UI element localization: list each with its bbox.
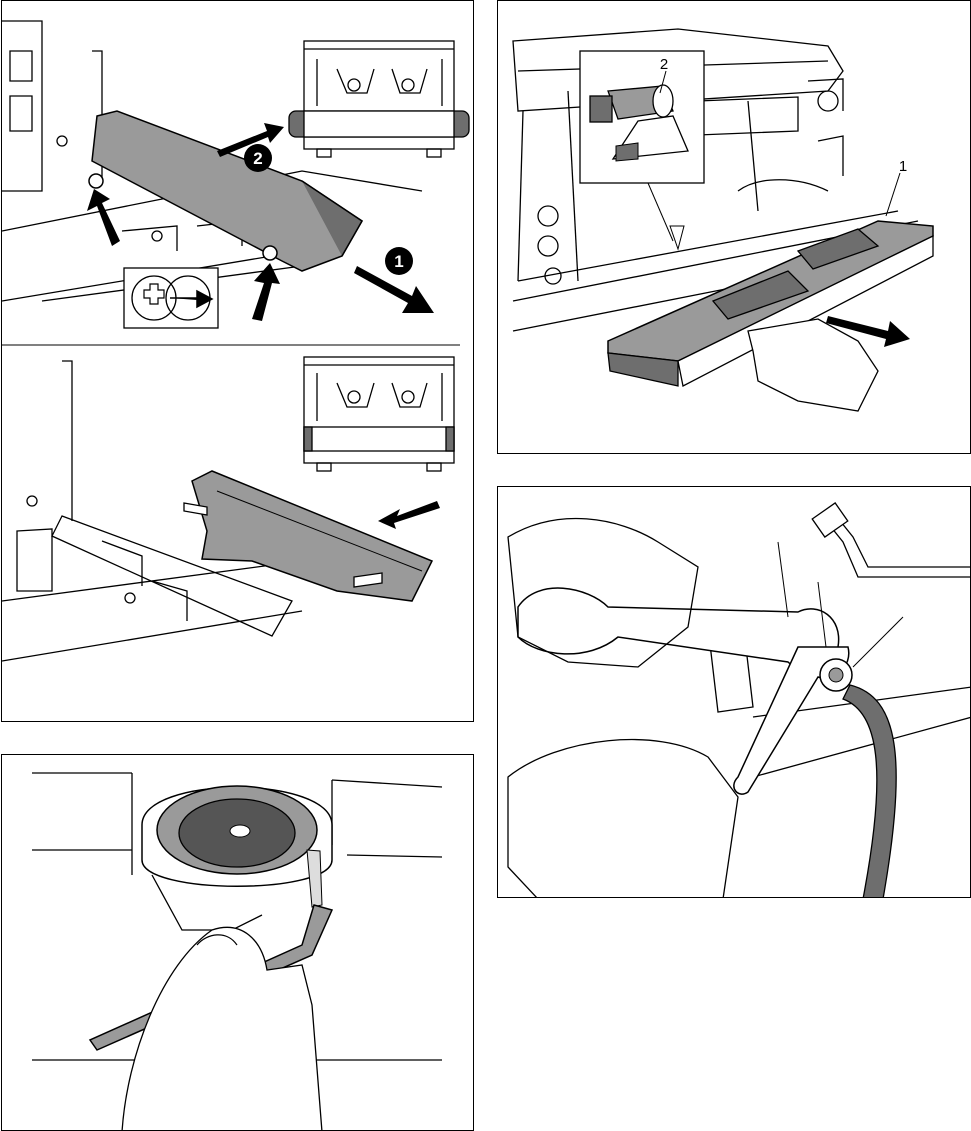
arrow-to-screw-icon [87, 189, 120, 246]
figure-panel-drip-panel-removal: 2 1 [1, 0, 474, 722]
illustration-drip-panel-removal: 2 1 [2, 1, 474, 722]
machine-thumbnail-upper [304, 41, 454, 157]
illustration-wrench-fitting [498, 487, 971, 898]
figure-panel-fitting-wrench [497, 486, 971, 898]
callout-label-1: 1 [899, 158, 907, 175]
machine-thumbnail-lower [304, 357, 454, 471]
figure-panel-group-head-cleaning [1, 754, 474, 1131]
screw-detail-inset [124, 268, 218, 328]
pipe-fitting-nut [812, 503, 848, 537]
valve-detail-inset [580, 51, 704, 183]
hand-illustration [748, 319, 878, 411]
illustration-drip-tray-removal: 2 1 [498, 1, 971, 454]
hose [843, 685, 896, 898]
step-one-number: 1 [394, 252, 403, 271]
screw-icon [89, 174, 103, 188]
group-head [142, 786, 332, 930]
drip-panel-part-removed [192, 471, 432, 601]
direction-arrow-icon [378, 501, 440, 529]
figure-panel-drip-tray-removal: 2 1 [497, 0, 971, 454]
wrench-tool [518, 588, 839, 670]
callout-arrow-icon [670, 226, 684, 249]
illustration-group-head-brush [2, 755, 474, 1131]
hand-illustration [508, 740, 738, 898]
screw-icon [263, 246, 277, 260]
step-two-number: 2 [253, 149, 262, 168]
callout-label-2: 2 [660, 56, 668, 73]
